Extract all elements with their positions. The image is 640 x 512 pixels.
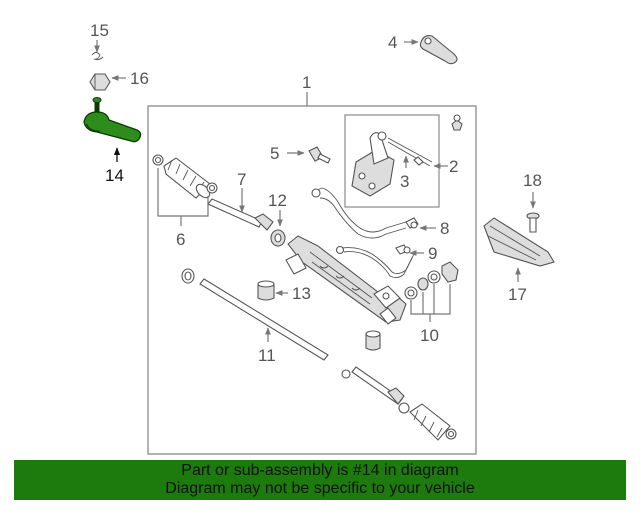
label-10: 10 <box>420 326 439 345</box>
banner-line-1: Part or sub-assembly is #14 in diagram <box>181 462 459 479</box>
label-2: 2 <box>449 157 458 176</box>
part-6-boot-kit <box>152 154 218 199</box>
label-12: 12 <box>268 191 287 210</box>
label-3: 3 <box>400 172 409 191</box>
part-3-control-valve <box>351 131 433 197</box>
label-15: 15 <box>90 21 109 40</box>
label-11: 11 <box>258 346 276 365</box>
bolt-small <box>451 114 463 131</box>
parts-diagram: 15 16 14 4 1 5 2 3 7 12 6 8 9 13 10 11 1… <box>83 21 555 455</box>
label-7: 7 <box>237 170 246 189</box>
part-16-nut <box>89 73 111 91</box>
assembly-frame <box>147 105 477 455</box>
label-9: 9 <box>428 244 437 263</box>
label-8: 8 <box>440 219 449 238</box>
part-12-bushing <box>270 229 286 247</box>
label-6: 6 <box>176 230 185 249</box>
part-8-pressure-line <box>311 187 419 239</box>
part-18-bolt <box>526 212 540 233</box>
part-15-clip <box>91 52 104 61</box>
label-14: 14 <box>105 166 124 185</box>
part-5-bolt <box>308 146 331 164</box>
label-5: 5 <box>270 144 279 163</box>
part-9-return-line <box>335 244 415 279</box>
part-17-cover <box>483 217 555 267</box>
part-10-seal-kit <box>404 261 459 300</box>
label-4: 4 <box>388 33 397 52</box>
part-4-bracket <box>419 35 458 65</box>
label-16: 16 <box>130 69 149 88</box>
label-13: 13 <box>292 284 311 303</box>
bushing-lower <box>365 330 381 351</box>
valve-inset-frame <box>344 114 440 208</box>
label-18: 18 <box>523 171 542 190</box>
part-7-inner-tie-rod <box>207 198 274 231</box>
banner-line-2: Diagram may not be specific to your vehi… <box>165 480 475 497</box>
label-1: 1 <box>302 73 311 92</box>
part-13-mount-bushing <box>257 280 275 301</box>
right-tie-rod-assembly <box>341 366 457 441</box>
part-11-rack-bar <box>181 268 329 361</box>
part-14-tie-rod-end <box>83 97 142 143</box>
label-17: 17 <box>508 285 527 304</box>
rack-housing <box>285 235 407 325</box>
info-banner: Part or sub-assembly is #14 in diagram D… <box>14 460 626 500</box>
